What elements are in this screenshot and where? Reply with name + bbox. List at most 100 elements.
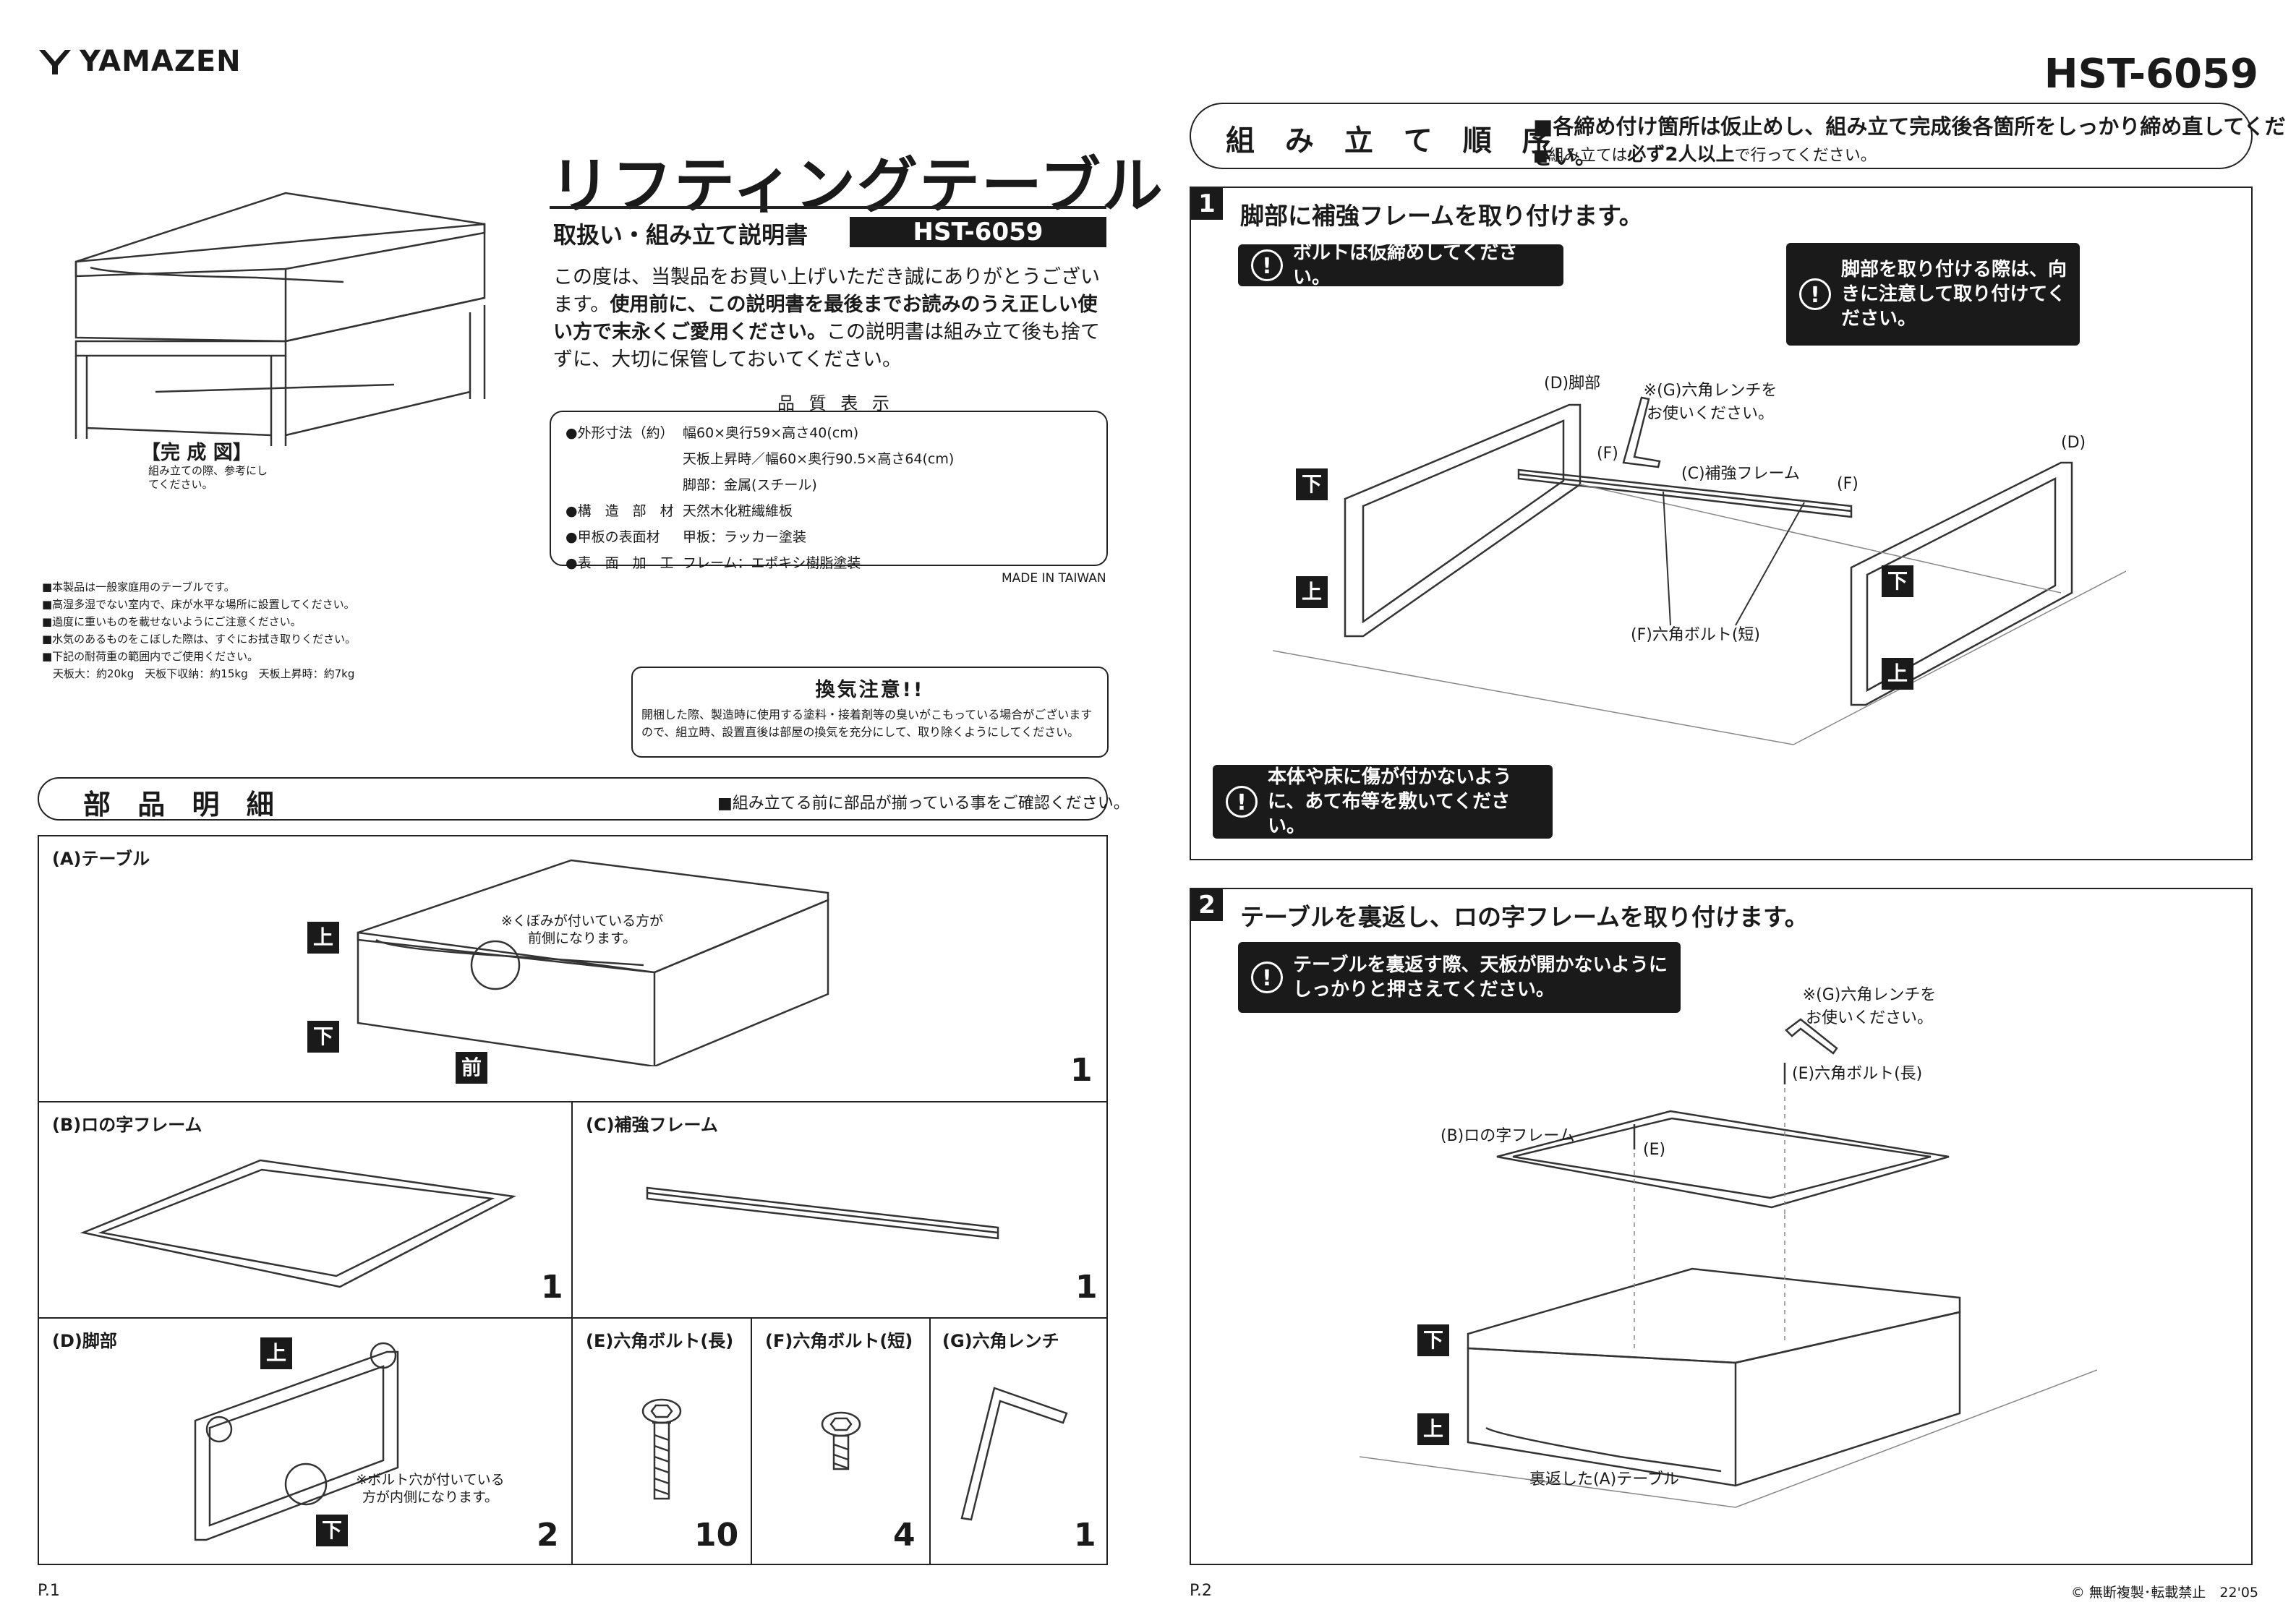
- part-a-down-tag: 下: [307, 1021, 339, 1053]
- step-1-bolt-f-label: (F): [1597, 445, 1618, 463]
- assembly-order-line2: ■組み立ては必ず2人以上で行ってください。: [1533, 144, 1877, 166]
- note-line: ■下記の耐荷重の範囲内でご使用ください。: [42, 650, 259, 663]
- made-in-label: MADE IN TAIWAN: [1002, 571, 1106, 586]
- assembly-order-line1: ■各締め付け箇所は仮止めし、組み立て完成後各箇所をしっかり締め直してください。: [1533, 114, 2286, 169]
- subtitle-model-badge: HST-6059: [850, 217, 1106, 247]
- step-1-bolt-f-label-right: (F): [1837, 475, 1858, 493]
- grid-divider: [38, 1317, 1108, 1319]
- exclamation-icon: !: [1251, 249, 1283, 281]
- quality-row: ●構 造 部 材天然木化粧繊維板: [566, 503, 793, 519]
- quality-row: 脚部：金属(スチール): [683, 477, 817, 493]
- hex-wrench-icon: [960, 1387, 1068, 1521]
- exclamation-icon: !: [1251, 962, 1283, 993]
- note-line: ■高湿多湿でない室内で、床が水平な場所に設置してください。: [42, 598, 355, 611]
- step-1-leg-label-right: (D): [2061, 434, 2086, 452]
- part-e-count: 10: [694, 1517, 739, 1554]
- part-f-count: 4: [893, 1517, 916, 1554]
- step-1-number: 1: [1191, 188, 1223, 220]
- step-2-assembly-diagram: [1360, 1018, 2097, 1508]
- step-2-table-label: 裏返した(A)テーブル: [1529, 1470, 1679, 1489]
- grid-divider: [929, 1317, 931, 1565]
- ventilation-body: 開梱した際、製造時に使用する塗料・接着剤等の臭いがこもっている場合がございますの…: [641, 708, 1093, 739]
- part-d-label: (D)脚部: [52, 1331, 117, 1351]
- step-2-frame-label: (B)ロの字フレーム: [1441, 1127, 1575, 1145]
- step-2-box: [1190, 888, 2253, 1565]
- yamazen-mark-icon: [39, 50, 71, 74]
- part-a-front-tag: 前: [456, 1052, 487, 1084]
- completed-table-illustration: [74, 192, 486, 446]
- copyright-notice: © 無断複製･転載禁止 22'05: [2070, 1585, 2258, 1601]
- exclamation-icon: !: [1799, 278, 1831, 310]
- parts-note: ■組み立てる前に部品が揃っている事をご確認ください。: [717, 795, 1130, 813]
- step-1-brace-label: (C)補強フレーム: [1681, 465, 1800, 483]
- grid-divider: [38, 1101, 1108, 1102]
- part-c-brace-illustration: [646, 1186, 999, 1240]
- product-title: リフティングテーブル: [550, 150, 1164, 221]
- ventilation-warning-box: 換気注意!! 開梱した際、製造時に使用する塗料・接着剤等の臭いがこもっている場合…: [631, 667, 1109, 758]
- step-1-warning-orientation: ! 脚部を取り付ける際は、向きに注意して取り付けてください。: [1786, 243, 2080, 346]
- step-1-down-tag-right: 下: [1882, 565, 1913, 597]
- step-2-title: テーブルを裏返し、ロの字フレームを取り付けます。: [1240, 903, 1809, 931]
- step-2-wrench-note: ※(G)六角レンチをお使いください。: [1802, 986, 1937, 1027]
- part-c-label: (C)補強フレーム: [586, 1115, 718, 1135]
- usage-notes: ■本製品は一般家庭用のテーブルです。 ■高湿多湿でない室内で、床が水平な場所に設…: [42, 578, 447, 682]
- part-c-count: 1: [1075, 1269, 1098, 1306]
- note-line: 天板大：約20kg 天板下収納：約15kg 天板上昇時：約7kg: [42, 667, 355, 680]
- quality-row: ●表 面 加 工フレーム：エポキシ樹脂塗装: [566, 555, 861, 571]
- part-d-down-tag: 下: [316, 1515, 348, 1546]
- part-d-up-tag: 上: [260, 1337, 292, 1369]
- note-line: ■過度に重いものを載せないようにご注意ください。: [42, 615, 302, 628]
- quality-box: ●外形寸法（約）幅60×奥行59×高さ40(cm) 天板上昇時／幅60×奥行90…: [550, 411, 1108, 571]
- step-1-down-tag-left: 下: [1296, 468, 1328, 500]
- step-2-down-tag: 下: [1417, 1324, 1449, 1356]
- complete-figure-note: 組み立ての際、参考にしてください。: [148, 464, 268, 491]
- manual-subtitle: 取扱い・組み立て説明書: [553, 221, 808, 249]
- long-hex-bolt-icon: [641, 1398, 682, 1500]
- brand-logo: YAMAZEN: [38, 45, 242, 78]
- brand-name: YAMAZEN: [80, 45, 242, 78]
- step-1-up-tag-left: 上: [1296, 576, 1328, 608]
- part-a-note: ※くぼみが付いている方が前側になります。: [500, 913, 664, 946]
- model-number: HST-6059: [2044, 51, 2258, 98]
- step-2-up-tag: 上: [1417, 1413, 1449, 1445]
- step-1-leg-label: (D)脚部: [1544, 374, 1601, 393]
- note-line: ■本製品は一般家庭用のテーブルです。: [42, 581, 235, 594]
- step-1-warning-bolt: ! ボルトは仮締めしてください。: [1238, 242, 1563, 288]
- part-g-label: (G)六角レンチ: [942, 1331, 1059, 1351]
- quality-row: ●甲板の表面材甲板：ラッカー塗装: [566, 529, 807, 545]
- quality-row: ●外形寸法（約）幅60×奥行59×高さ40(cm): [566, 425, 859, 441]
- part-a-up-tag: 上: [307, 922, 339, 954]
- grid-divider: [571, 1101, 573, 1565]
- step-1-wrench-note: ※(G)六角レンチをお使いください。: [1643, 382, 1778, 423]
- short-hex-bolt-icon: [821, 1411, 861, 1470]
- part-a-table-illustration: [357, 859, 829, 1066]
- intro-p2: 使用前に、この説明書を最後までお読みのうえ正しい使い方で末永くご愛用ください。: [553, 294, 1098, 343]
- ventilation-title: 換気注意!!: [815, 679, 925, 701]
- part-f-label: (F)六角ボルト(短): [765, 1331, 913, 1351]
- part-d-count: 2: [537, 1517, 559, 1554]
- step-2-bolt-e-label: (E): [1643, 1141, 1666, 1159]
- step-2-number: 2: [1191, 889, 1223, 921]
- parts-grid: [38, 835, 1108, 1565]
- step-1-warning-floor: ! 本体や床に傷が付かないように、あて布等を敷いてください。: [1213, 765, 1553, 839]
- part-b-label: (B)ロの字フレーム: [52, 1115, 202, 1135]
- part-a-label: (A)テーブル: [52, 849, 150, 869]
- part-a-count: 1: [1070, 1052, 1093, 1089]
- parts-header-bar: [38, 777, 1108, 821]
- note-line: ■水気のあるものをこぼした際は、すぐにお拭き取りください。: [42, 633, 357, 646]
- part-b-count: 1: [541, 1269, 563, 1306]
- complete-figure-label: 【完 成 図】: [141, 442, 252, 464]
- intro-p1: この度は、当製品をお買い上げいただき誠にありがとうございます。: [553, 266, 1100, 316]
- parts-title: 部 品 明 細: [83, 789, 283, 821]
- exclamation-icon: !: [1226, 786, 1258, 818]
- quality-title: 品 質 表 示: [777, 393, 894, 414]
- step-2-warning-flip: ! テーブルを裏返す際、天板が開かないようにしっかりと押さえてください。: [1238, 942, 1681, 1013]
- grid-divider: [751, 1317, 752, 1565]
- step-2-long-bolt-label: (E)六角ボルト(長): [1792, 1065, 1923, 1083]
- intro-text: この度は、当製品をお買い上げいただき誠にありがとうございます。使用前に、この説明…: [553, 264, 1110, 374]
- quality-row: 天板上昇時／幅60×奥行90.5×高さ64(cm): [683, 451, 955, 467]
- step-1-up-tag-right: 上: [1882, 658, 1913, 690]
- step-1-assembly-diagram: [1273, 396, 2126, 745]
- part-d-note: ※ボルト穴が付いている方が内側になります。: [356, 1472, 505, 1505]
- part-e-label: (E)六角ボルト(長): [586, 1331, 734, 1351]
